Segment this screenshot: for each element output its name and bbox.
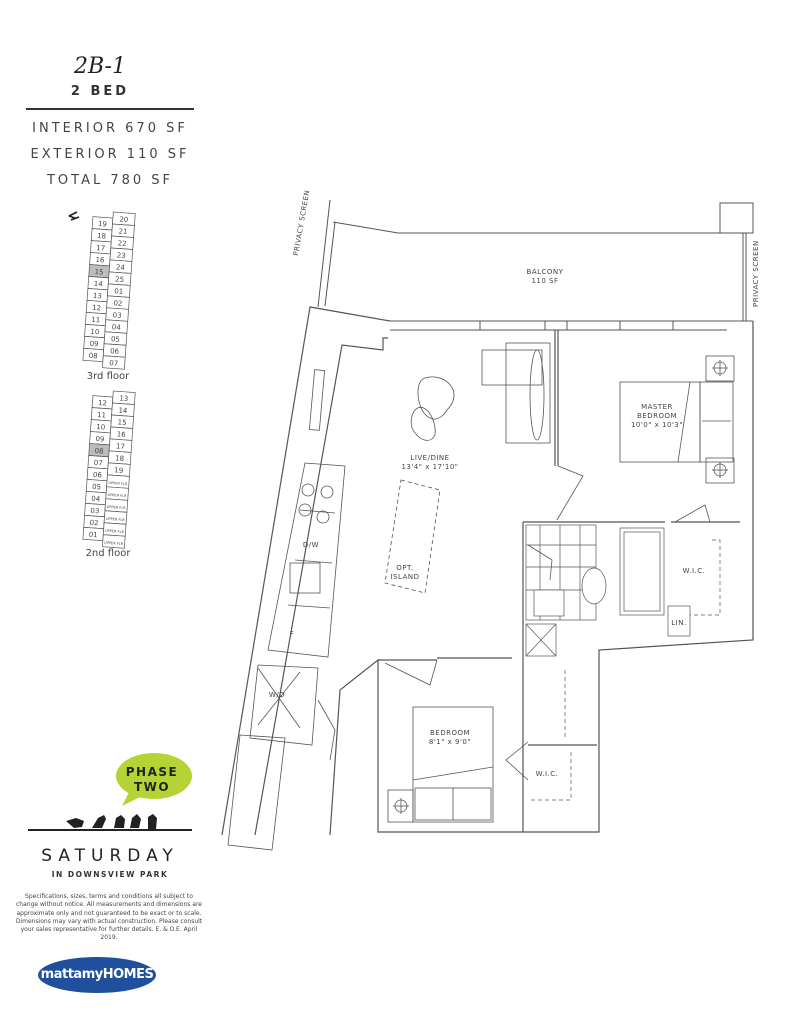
- key-plan-unit-number: 01: [88, 531, 97, 540]
- key-plan-unit-number: 18: [97, 232, 106, 241]
- interior-area: INTERIOR 670 SF: [32, 121, 188, 136]
- key-plan-unit-number: 17: [116, 442, 125, 451]
- window-wall: [390, 320, 753, 331]
- key-plan-unit-number: UPPER FLR: [106, 517, 126, 522]
- key-plan-unit-number: 12: [98, 399, 107, 408]
- logo-text: mattamyHOMES: [40, 967, 154, 982]
- live-dine-name: LIVE/DINE: [410, 454, 450, 462]
- balcony-area: 110 SF: [531, 277, 559, 285]
- live-dine-label: LIVE/DINE 13'4" x 17'10": [395, 454, 465, 472]
- key-plan-unit-number: 06: [93, 471, 103, 480]
- key-plan-unit-number: 15: [117, 418, 126, 427]
- key-plan-unit-number: UPPER FLR: [105, 529, 125, 534]
- key-plan-unit-number: 16: [117, 430, 127, 439]
- unit-code: 2B-1: [73, 54, 126, 79]
- key-plan-unit-number: 19: [114, 466, 123, 475]
- wic-bedroom-label: W.I.C.: [535, 770, 559, 778]
- mattamy-homes-logo: mattamyHOMES: [38, 957, 156, 993]
- key-plan-unit-number: 10: [96, 423, 105, 432]
- balcony-outline: [317, 199, 754, 321]
- key-plan-unit-number: 02: [113, 299, 122, 308]
- key-plan-unit-number: 21: [118, 227, 127, 236]
- key-plan-unit-number: 08: [94, 447, 103, 456]
- key-plan-unit-number: 25: [115, 275, 124, 284]
- privacy-screen-left-label: PRIVACY SCREEN: [292, 189, 312, 257]
- project-subtitle: IN DOWNSVIEW PARK: [51, 870, 169, 879]
- key-plans: 19 18 17 16 15 14 13 12 11 10 09 08 20 21 22 23 24 25 01 02…: [68, 211, 136, 549]
- key-plan-unit-number: 07: [109, 359, 118, 368]
- key-plan-unit: [102, 355, 126, 370]
- key-plan-unit-number: 24: [116, 263, 126, 272]
- key-plan-unit-number: 11: [97, 411, 106, 420]
- unit-walls: [221, 306, 754, 836]
- key-plan-unit-number: 05: [111, 335, 120, 344]
- key-plan-unit-number: 06: [110, 347, 120, 356]
- master-bedroom-dims: 10'0" x 10'3": [630, 421, 684, 429]
- balcony-name: BALCONY: [526, 268, 564, 276]
- key-plan-unit-number: 03: [112, 311, 121, 320]
- key-plan-unit-number: 14: [94, 280, 104, 289]
- live-dine-dims: 13'4" x 17'10": [401, 463, 459, 471]
- key-plan-unit-number: 11: [91, 316, 100, 325]
- bedroom-dims: 8'1" x 9'0": [428, 738, 472, 746]
- key-plan-unit-number: 23: [117, 251, 126, 260]
- key-plan-unit-number: 19: [98, 220, 107, 229]
- key-plan-label-3rd: 3rd floor: [86, 371, 130, 382]
- privacy-screen-right-label: PRIVACY SCREEN: [752, 240, 760, 307]
- key-plan-unit-number: 20: [119, 215, 128, 224]
- birds-on-wire-icon: [28, 814, 192, 831]
- key-plan-unit-number: UPPER FLR: [108, 481, 128, 486]
- key-plan-3rd-floor: 19 18 17 16 15 14 13 12 11 10 09 08 20 21 22 23 24 25 01 02…: [82, 211, 136, 370]
- key-plan-unit-number: 04: [112, 323, 122, 332]
- key-plan-unit-number: UPPER FLR: [107, 505, 127, 510]
- key-plan-unit-number: 13: [119, 394, 128, 403]
- exterior-area: EXTERIOR 110 SF: [30, 147, 190, 162]
- divider: [26, 108, 194, 110]
- project-name: SATURDAY: [41, 846, 179, 866]
- key-plan-unit-number: 13: [93, 292, 102, 301]
- master-bedroom-label: MASTER BEDROOM 10'0" x 10'3": [622, 403, 692, 430]
- key-plan-unit-number: UPPER FLR: [104, 541, 124, 546]
- key-plan-unit-number: 17: [96, 244, 105, 253]
- key-plan-unit-number: 12: [92, 304, 101, 313]
- key-plan-unit-number: 22: [117, 239, 126, 248]
- key-plan-unit-number: 01: [114, 287, 123, 296]
- key-plan-unit-number: 03: [90, 507, 99, 516]
- phase-bubble: [116, 753, 192, 806]
- key-plan-unit-number: 07: [94, 459, 103, 468]
- phase-label: PHASE TWO: [125, 765, 179, 794]
- key-plan-2nd-floor: 12 11 10 09 08 07 06 05 04 03 02 01 13 14 15 16 17 18 19UP…: [82, 390, 136, 549]
- unit-type: 2 BED: [70, 84, 130, 99]
- total-area: TOTAL 780 SF: [46, 173, 174, 188]
- key-plan-unit-number: 09: [89, 340, 98, 349]
- key-plan-unit-number: 04: [91, 495, 101, 504]
- key-plan-unit-number: 08: [88, 352, 97, 361]
- dishwasher-label: D/W: [302, 541, 320, 549]
- balcony-label: BALCONY 110 SF: [510, 268, 580, 286]
- key-plan-unit-number: 15: [94, 268, 103, 277]
- disclaimer: Specifications, sizes, terms and conditi…: [15, 893, 203, 942]
- bedroom-name: BEDROOM: [429, 729, 471, 737]
- key-plan-unit-number: 05: [92, 483, 101, 492]
- key-plan-unit: [102, 534, 126, 549]
- linen-label: LIN.: [671, 619, 687, 627]
- washer-dryer-label: W/D: [268, 691, 286, 699]
- key-plan-unit-number: 18: [115, 454, 124, 463]
- bedroom-label: BEDROOM 8'1" x 9'0": [415, 729, 485, 747]
- north-arrow-icon: [68, 211, 80, 221]
- key-plan-label-2nd: 2nd floor: [85, 548, 131, 559]
- key-plan-unit-number: 09: [95, 435, 104, 444]
- key-plan-unit-number: 16: [95, 256, 105, 265]
- key-plan-unit-number: 10: [90, 328, 99, 337]
- key-plan-unit-number: 14: [118, 406, 128, 415]
- fridge-label: F: [289, 630, 295, 638]
- kitchen-counter: [227, 369, 346, 851]
- island-label: OPT. ISLAND: [390, 564, 420, 581]
- wic-master-label: W.I.C.: [682, 567, 706, 575]
- doors: [317, 465, 711, 781]
- master-bedroom-name: MASTER BEDROOM: [636, 403, 678, 420]
- key-plan-unit-number: UPPER FLR: [107, 493, 127, 498]
- key-plan-unit-number: 02: [89, 519, 98, 528]
